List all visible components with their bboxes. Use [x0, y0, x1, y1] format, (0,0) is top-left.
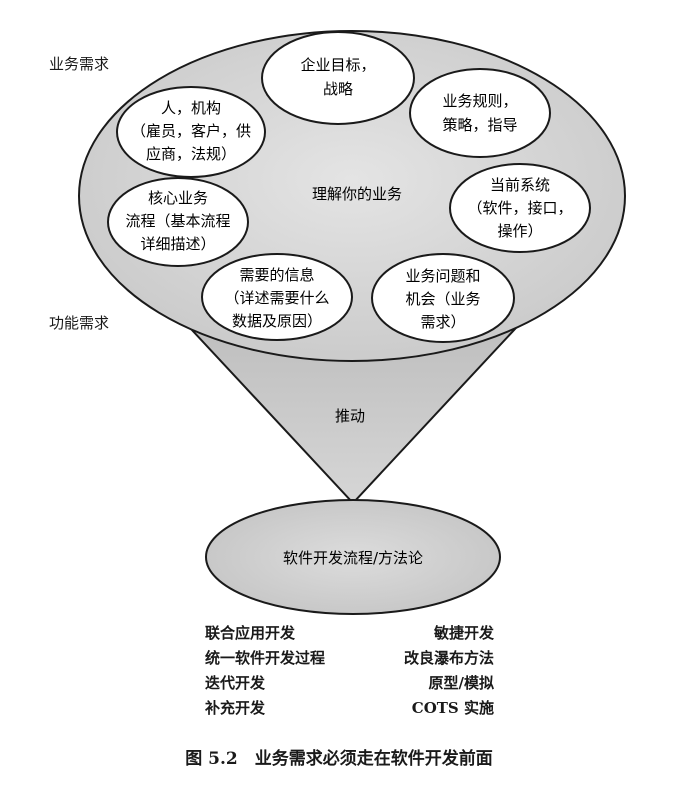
bubble-current-system-line: 当前系统: [490, 176, 550, 194]
bubble-people: 人，机构 （雇员，客户，供 应商，法规）: [116, 86, 266, 178]
bubble-info-needed-line: （详述需要什么: [224, 289, 329, 307]
bubble-goals-line: 战略: [323, 80, 353, 98]
bubble-core-process-line: 核心业务: [148, 189, 208, 207]
bubble-goals-line: 企业目标，: [300, 56, 375, 74]
bubble-info-needed-line: 需要的信息: [239, 266, 314, 284]
bubble-core-process: 核心业务 流程（基本流程 详细描述）: [107, 177, 249, 267]
method-item: 统一软件开发过程: [205, 649, 326, 667]
method-item: 迭代开发: [205, 674, 266, 692]
process-ellipse: [205, 499, 501, 615]
bubble-current-system-line: （软件，接口，: [467, 199, 572, 217]
bubble-rules: 业务规则， 策略，指导: [409, 68, 551, 158]
bubble-problems-line: 需求）: [420, 313, 465, 331]
method-item: 补充开发: [205, 699, 266, 717]
functional-requirements-label: 功能需求: [49, 314, 110, 332]
bubble-people-line: 人，机构: [161, 99, 221, 117]
bubble-info-needed: 需要的信息 （详述需要什么 数据及原因）: [201, 253, 353, 341]
bubble-current-system: 当前系统 （软件，接口， 操作）: [449, 163, 591, 253]
bubble-info-needed-line: 数据及原因）: [232, 312, 322, 330]
bubble-core-process-line: 详细描述）: [140, 235, 215, 253]
figure-caption: 图 5.2 业务需求必须走在软件开发前面: [185, 749, 493, 769]
bubble-problems-line: 机会（业务: [405, 290, 480, 308]
business-requirements-label: 业务需求: [49, 55, 110, 73]
bubble-current-system-line: 操作）: [497, 222, 542, 240]
bubble-core-process-line: 流程（基本流程: [125, 212, 230, 230]
method-item: 改良瀑布方法: [403, 649, 494, 667]
center-label: 理解你的业务: [312, 185, 402, 203]
bubble-people-line: 应商，法规）: [146, 145, 236, 163]
bubble-rules-line: 业务规则，: [442, 92, 517, 110]
bubble-goals: 企业目标， 战略: [261, 31, 415, 125]
method-item: 敏捷开发: [433, 624, 494, 642]
bubble-problems-line: 业务问题和: [405, 267, 480, 285]
bubble-rules-line: 策略，指导: [442, 116, 517, 134]
process-label: 软件开发流程/方法论: [283, 549, 423, 567]
method-item: 原型/模拟: [428, 674, 494, 692]
method-item: 联合应用开发: [205, 624, 296, 642]
bubble-people-line: （雇员，客户，供: [131, 122, 251, 140]
funnel-label: 推动: [335, 407, 365, 425]
method-item: COTS 实施: [411, 699, 494, 717]
bubble-problems: 业务问题和 机会（业务 需求）: [371, 253, 515, 343]
